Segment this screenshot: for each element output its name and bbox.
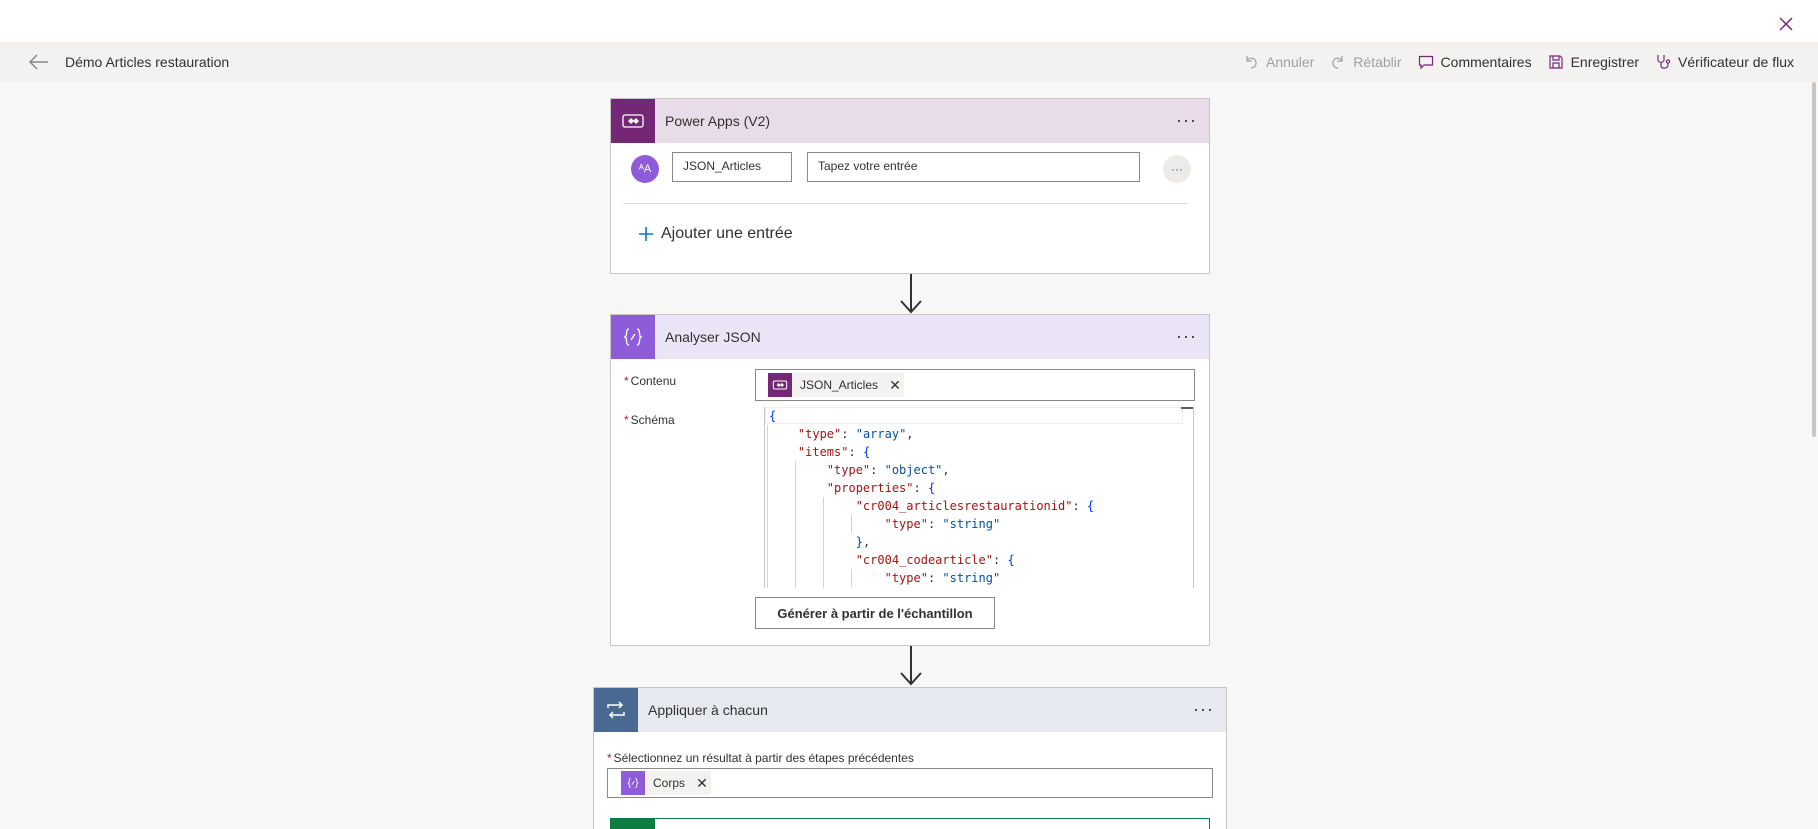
nested-action-card[interactable]: [610, 818, 1210, 829]
editor-scroll-mark[interactable]: [1181, 407, 1193, 409]
designer-canvas: Power Apps (V2) ··· ᴬA JSON_Articles Tap…: [0, 82, 1818, 829]
undo-icon: [1246, 56, 1257, 69]
schema-field-label: *Schéma: [624, 413, 675, 427]
schema-label: Schéma: [630, 413, 675, 427]
schema-code-line: "type": "object",: [826, 463, 950, 477]
add-input-button[interactable]: Ajouter une entrée: [639, 225, 793, 243]
schema-code-line: "properties": {: [826, 481, 936, 495]
apply-to-each-card-title: Appliquer à chacun: [648, 702, 768, 718]
divider: [623, 203, 1188, 204]
undo-button[interactable]: Annuler: [1243, 54, 1314, 70]
connector-arrowhead: [900, 300, 922, 314]
content-input[interactable]: JSON_Articles ✕: [755, 369, 1195, 401]
remove-token-icon[interactable]: ✕: [696, 774, 708, 791]
indent-guide: [851, 569, 852, 587]
indent-guide: [767, 425, 768, 588]
content-token[interactable]: JSON_Articles ✕: [768, 373, 905, 397]
indent-guide: [823, 497, 824, 588]
power-apps-token-icon: [768, 373, 792, 397]
parse-json-card-header[interactable]: Analyser JSON ···: [611, 315, 1209, 359]
parse-json-token-icon: [621, 771, 645, 795]
schema-code-line: "cr004_articlesrestaurationid": {: [855, 499, 1095, 513]
select-output-label: *Sélectionnez un résultat à partir des é…: [607, 751, 914, 765]
redo-icon: [1332, 56, 1343, 69]
comments-label: Commentaires: [1440, 54, 1532, 70]
select-output-input[interactable]: Corps ✕: [607, 768, 1213, 798]
required-marker: *: [607, 751, 612, 765]
page-scrollbar[interactable]: [1810, 82, 1818, 829]
body-token[interactable]: Corps ✕: [621, 771, 712, 795]
required-marker: *: [624, 374, 629, 388]
trigger-card-power-apps[interactable]: Power Apps (V2) ··· ᴬA JSON_Articles Tap…: [610, 98, 1210, 274]
trigger-card-header[interactable]: Power Apps (V2) ···: [611, 99, 1209, 143]
schema-code-line: {: [769, 409, 777, 423]
parse-json-card-title: Analyser JSON: [665, 329, 761, 345]
input-name-field[interactable]: JSON_Articles: [672, 152, 792, 182]
flow-checker-button[interactable]: Vérificateur de flux: [1655, 54, 1794, 70]
comment-icon: [1418, 55, 1433, 70]
connector-arrowhead: [900, 672, 922, 686]
close-icon[interactable]: [1776, 14, 1796, 34]
flow-checker-label: Vérificateur de flux: [1678, 54, 1794, 70]
input-value-field[interactable]: Tapez votre entrée: [807, 152, 1140, 182]
back-arrow-icon[interactable]: [28, 52, 50, 72]
generate-from-sample-button[interactable]: Générer à partir de l'échantillon: [755, 597, 995, 629]
power-apps-icon: [611, 99, 655, 143]
trigger-card-more-button[interactable]: ···: [1176, 110, 1197, 130]
save-label: Enregistrer: [1570, 54, 1640, 70]
apply-to-each-card[interactable]: Appliquer à chacun ··· *Sélectionnez un …: [593, 687, 1227, 829]
schema-code-line: "type": "string": [884, 571, 1001, 585]
stethoscope-icon: [1657, 55, 1671, 69]
content-label: Contenu: [630, 374, 677, 388]
select-output-text: Sélectionnez un résultat à partir des ét…: [613, 751, 914, 765]
flow-name: Démo Articles restauration: [65, 54, 230, 70]
undo-label: Annuler: [1266, 54, 1315, 70]
apply-to-each-card-header[interactable]: Appliquer à chacun ···: [594, 688, 1226, 732]
save-icon: [1548, 55, 1563, 69]
schema-code-line: "type": "string": [884, 517, 1001, 531]
editor-current-line: [765, 407, 1183, 424]
trigger-card-title: Power Apps (V2): [665, 113, 771, 129]
command-bar: Démo Articles restauration Annuler Rétab…: [0, 42, 1818, 82]
redo-label: Rétablir: [1353, 54, 1402, 70]
apply-to-each-card-more-button[interactable]: ···: [1193, 699, 1214, 719]
schema-code-line: "cr004_codearticle": {: [855, 553, 1015, 567]
indent-guide: [851, 515, 852, 533]
save-button[interactable]: Enregistrer: [1548, 54, 1639, 70]
input-more-button[interactable]: ···: [1163, 155, 1191, 183]
connector-line: [910, 646, 912, 684]
remove-token-icon[interactable]: ✕: [889, 376, 901, 393]
content-field-label: *Contenu: [624, 374, 676, 388]
plus-icon: [639, 227, 653, 241]
input-type-avatar: ᴬA: [631, 155, 659, 183]
comments-button[interactable]: Commentaires: [1418, 54, 1532, 70]
schema-code-line: "type": "array",: [797, 427, 914, 441]
schema-code: { "type": "array", "items": { "type": "o…: [769, 407, 1184, 588]
redo-button[interactable]: Rétablir: [1330, 54, 1402, 70]
body-token-label: Corps: [653, 776, 686, 790]
connector-line: [910, 274, 912, 312]
input-type-text-icon: ᴬA: [638, 163, 652, 175]
indent-guide: [795, 461, 796, 588]
excel-icon-block: [611, 819, 655, 829]
schema-code-line: "items": {: [797, 445, 871, 459]
schema-code-line: },: [855, 535, 871, 549]
content-token-label: JSON_Articles: [800, 378, 879, 392]
top-strip: [0, 0, 1818, 42]
loop-icon: [594, 688, 638, 732]
page-scrollbar-thumb[interactable]: [1812, 82, 1816, 437]
parse-json-card[interactable]: Analyser JSON ··· *Contenu JSON_Articles…: [610, 314, 1210, 646]
parse-json-card-more-button[interactable]: ···: [1176, 326, 1197, 346]
schema-editor[interactable]: { "type": "array", "items": { "type": "o…: [764, 407, 1194, 588]
required-marker: *: [624, 413, 629, 427]
command-group: Annuler Rétablir Commentaires Enregistre…: [1243, 42, 1794, 82]
add-input-label: Ajouter une entrée: [661, 225, 793, 242]
parse-json-icon: [611, 315, 655, 359]
